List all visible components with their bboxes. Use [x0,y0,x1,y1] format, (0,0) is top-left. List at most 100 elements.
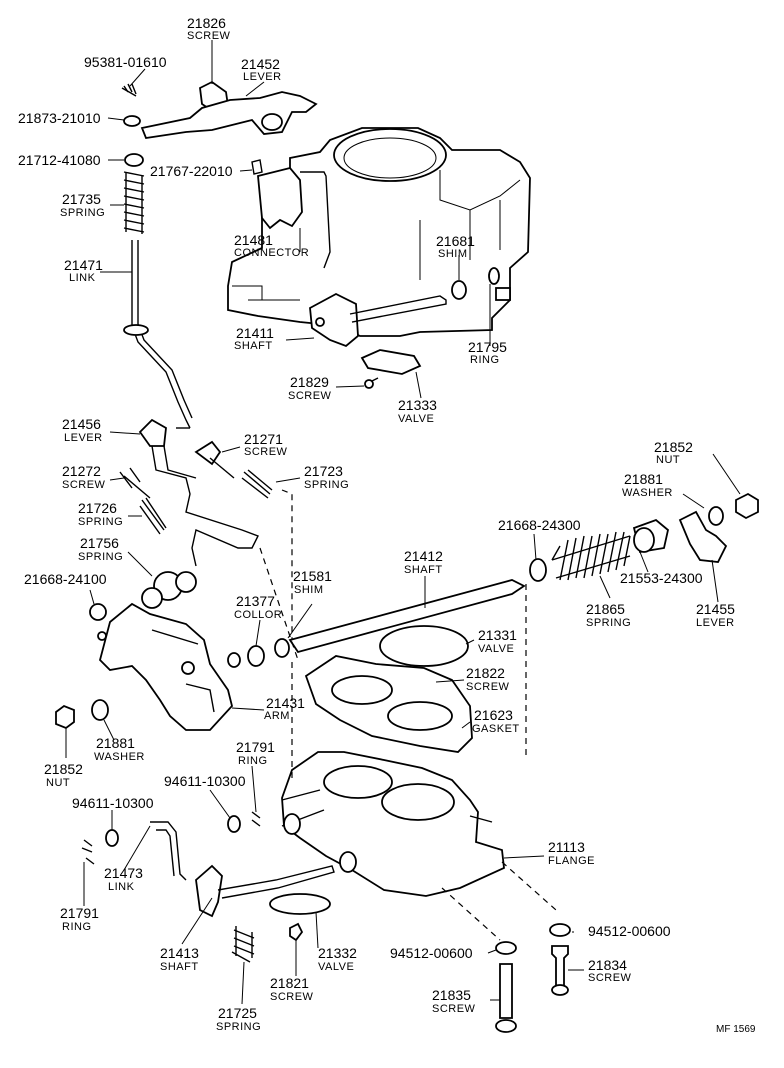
arm-21431 [98,602,241,731]
label-21756-number: 21756 [80,535,119,551]
shaft-21412 [247,558,547,667]
label-21481-name: CONNECTOR [234,247,309,259]
part-labels: 21826 SCREW 95381-01610 21452 LEVER 2187… [18,15,756,1035]
label-21829-number: 21829 [290,374,329,390]
label-21272-name: SCREW [62,479,106,491]
label-94611-left-number: 94611-10300 [72,795,154,811]
label-21456-number: 21456 [62,416,101,432]
valve-21333 [360,349,422,389]
label-21668-24300-number: 21668-24300 [498,517,581,533]
leader-lines [65,40,741,1005]
label-21473-name: LINK [108,881,135,893]
label-21377-number: 21377 [236,593,275,609]
label-21791-bottom-number: 21791 [60,905,99,921]
assembly-dash-lines [259,489,557,941]
shaft-21411 [309,267,500,348]
label-21723-number: 21723 [304,463,343,479]
label-21272-number: 21272 [62,463,101,479]
label-21712-number: 21712-41080 [18,152,101,168]
label-21735-name: SPRING [60,207,105,219]
label-21455-name: LEVER [696,617,735,629]
link-21471 [123,240,193,429]
label-21455-number: 21455 [696,601,735,617]
label-21795-number: 21795 [468,339,507,355]
label-21723-name: SPRING [304,479,349,491]
label-21865-number: 21865 [586,601,625,617]
label-21726-name: SPRING [78,516,123,528]
label-21681-number: 21681 [436,233,475,249]
label-21431-name: ARM [264,710,290,722]
label-21471-name: LINK [69,272,96,284]
carburetor-body [227,127,531,337]
label-21881-bottom-number: 21881 [96,735,135,751]
label-21271-name: SCREW [244,446,288,458]
label-21725-number: 21725 [218,1005,257,1021]
label-21681-name: SHIM [438,248,468,260]
label-21553-number: 21553-24300 [620,570,703,586]
label-21333-number: 21333 [398,397,437,413]
connector-part [251,159,331,269]
label-21826-number: 21826 [187,15,226,31]
valve-21332 [269,893,331,942]
label-21835-number: 21835 [432,987,471,1003]
label-21852-top-number: 21852 [654,439,693,455]
label-21332-name: VALVE [318,961,354,973]
nut-washer-left [55,699,109,730]
label-21826-name: SCREW [187,30,231,42]
spring-21865 [551,518,669,581]
lever-21455 [678,492,759,563]
spring-21735 [123,171,145,234]
label-21377-name: COLLOR [234,609,282,621]
label-21852-bottom-number: 21852 [44,761,83,777]
label-21411-name: SHAFT [234,340,273,352]
label-21821-name: SCREW [270,991,314,1003]
label-21481-number: 21481 [234,232,273,248]
screws-lower-right [495,923,571,1033]
label-21873-number: 21873-21010 [18,110,101,126]
label-21452-number: 21452 [241,56,280,72]
label-21791-top-number: 21791 [236,739,275,755]
label-21822-name: SCREW [466,681,510,693]
label-21726-number: 21726 [78,500,117,516]
label-21881-bottom-name: WASHER [94,751,145,763]
label-21413-name: SHAFT [160,961,199,973]
label-95381-number: 95381-01610 [84,54,167,70]
label-21821-number: 21821 [270,975,309,991]
flange-21113 [281,751,505,897]
label-21829-name: SCREW [288,390,332,402]
label-21835-name: SCREW [432,1003,476,1015]
label-21623-number: 21623 [474,707,513,723]
label-21413-number: 21413 [160,945,199,961]
label-21471-number: 21471 [64,257,103,273]
label-94512-right-number: 94512-00600 [588,923,671,939]
top-lever-assembly [121,80,318,167]
gasket-21623 [304,655,473,753]
label-21865-name: SPRING [586,617,631,629]
lower-shaft-group [81,811,335,963]
label-21412-name: SHAFT [404,564,443,576]
label-21113-name: FLANGE [548,855,595,867]
label-21113-number: 21113 [548,839,585,855]
label-21767-number: 21767-22010 [150,163,233,179]
label-21756-name: SPRING [78,551,123,563]
label-21735-number: 21735 [62,191,101,207]
label-21581-name: SHIM [294,584,324,596]
label-21331-number: 21331 [478,627,517,643]
label-21332-number: 21332 [318,945,357,961]
label-21881-top-number: 21881 [624,471,663,487]
label-21668-24100-number: 21668-24100 [24,571,107,587]
label-21791-top-name: RING [238,755,268,767]
label-21791-bottom-name: RING [62,921,92,933]
label-21412-number: 21412 [404,548,443,564]
label-21331-name: VALVE [478,643,514,655]
label-21852-top-name: NUT [656,454,680,466]
label-21333-name: VALVE [398,413,434,425]
figure-code: MF 1569 [716,1024,756,1035]
label-94512-left-number: 94512-00600 [390,945,473,961]
label-21852-bottom-name: NUT [46,777,70,789]
label-21834-number: 21834 [588,957,627,973]
label-21456-name: LEVER [64,432,103,444]
label-21795-name: RING [470,354,500,366]
label-21581-number: 21581 [293,568,332,584]
